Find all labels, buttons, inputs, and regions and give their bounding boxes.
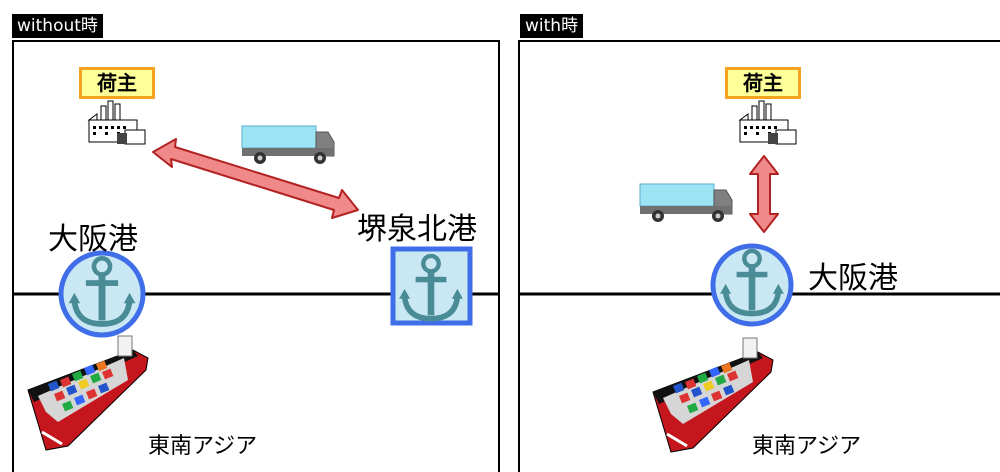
double-arrow-icon xyxy=(749,155,779,233)
osaka-port-label: 大阪港 xyxy=(808,261,898,296)
shipper-label: 荷主 xyxy=(79,67,155,99)
without-panel-title: without時 xyxy=(12,14,103,38)
destination-label: 東南アジア xyxy=(148,434,258,459)
osaka-port-marker xyxy=(710,243,794,327)
double-arrow-icon xyxy=(152,138,359,219)
shipper-label: 荷主 xyxy=(725,67,801,99)
with-panel-frame xyxy=(518,40,1000,472)
sakai-senboku-port-label: 堺泉北港 xyxy=(357,212,477,247)
destination-label: 東南アジア xyxy=(752,434,862,459)
without-panel-frame xyxy=(12,40,500,472)
osaka-port-marker xyxy=(58,250,146,338)
osaka-port-label: 大阪港 xyxy=(48,222,138,257)
sakai-senboku-port-marker xyxy=(390,246,473,326)
with-panel-title: with時 xyxy=(520,14,584,38)
with-panel-drawing xyxy=(518,100,1000,454)
without-panel-drawing xyxy=(12,100,500,452)
